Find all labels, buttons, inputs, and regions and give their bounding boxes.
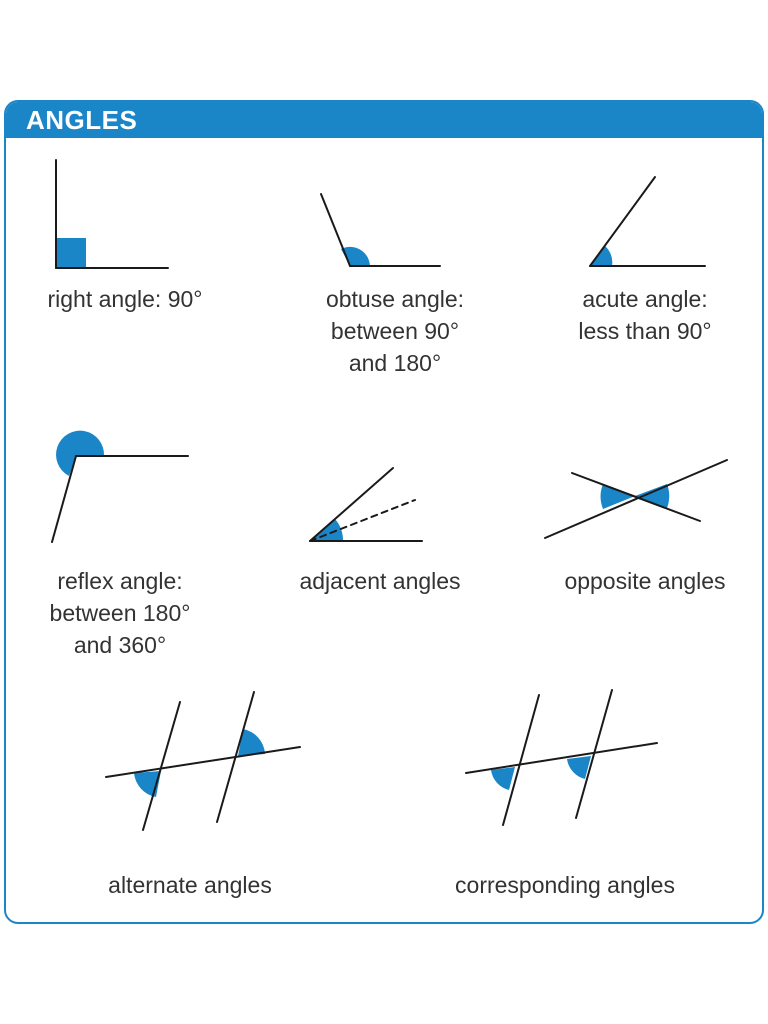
alternate-angles-figure xyxy=(105,691,301,831)
obtuse-angle-figure xyxy=(320,193,441,267)
corresponding-angle-b xyxy=(567,756,591,779)
label-opposite-angles: opposite angles xyxy=(564,568,726,594)
corresponding-parallel-b xyxy=(575,689,613,819)
reflex-angle-ray-b xyxy=(51,455,77,543)
acute-angle-figure xyxy=(589,176,706,267)
opposite-angle-right xyxy=(635,484,670,508)
opposite-angle-left xyxy=(600,484,635,509)
reflex-angle-figure xyxy=(51,430,189,543)
corresponding-angles-figure xyxy=(465,689,658,826)
reflex-angle-arc xyxy=(56,430,105,476)
label-reflex-angle: reflex angle: between 180° and 360° xyxy=(49,568,191,658)
corresponding-angle-a xyxy=(491,767,515,790)
label-right-angle: right angle: 90° xyxy=(47,286,203,312)
right-angle-marker xyxy=(56,238,86,268)
alternate-angle-upper xyxy=(238,729,265,756)
adjacent-angles-figure xyxy=(309,467,423,542)
opposite-angles-figure xyxy=(544,459,728,539)
label-corresponding-angles: corresponding angles xyxy=(455,872,675,898)
adjacent-ray-dashed xyxy=(309,499,416,542)
opposite-line-b xyxy=(544,459,728,539)
label-acute-angle: acute angle: less than 90° xyxy=(578,286,712,344)
label-adjacent-angles: adjacent angles xyxy=(299,568,461,594)
alternate-transversal xyxy=(105,746,301,778)
label-obtuse-angle: obtuse angle: between 90° and 180° xyxy=(325,286,465,376)
opposite-line-a xyxy=(571,472,701,522)
label-alternate-angles: alternate angles xyxy=(108,872,272,898)
adjacent-ray-a xyxy=(309,467,394,542)
acute-angle-ray-a xyxy=(589,176,656,267)
acute-angle-arc xyxy=(590,246,613,266)
obtuse-angle-ray-a xyxy=(320,193,351,267)
corresponding-parallel-a xyxy=(502,694,540,826)
alternate-parallel-b xyxy=(216,691,255,823)
adjacent-angles-arc xyxy=(310,519,344,541)
card-title: ANGLES xyxy=(26,105,138,135)
corresponding-transversal xyxy=(465,742,658,774)
alternate-parallel-a xyxy=(142,701,181,831)
card-header: ANGLES xyxy=(6,102,762,138)
right-angle-figure xyxy=(55,159,169,269)
